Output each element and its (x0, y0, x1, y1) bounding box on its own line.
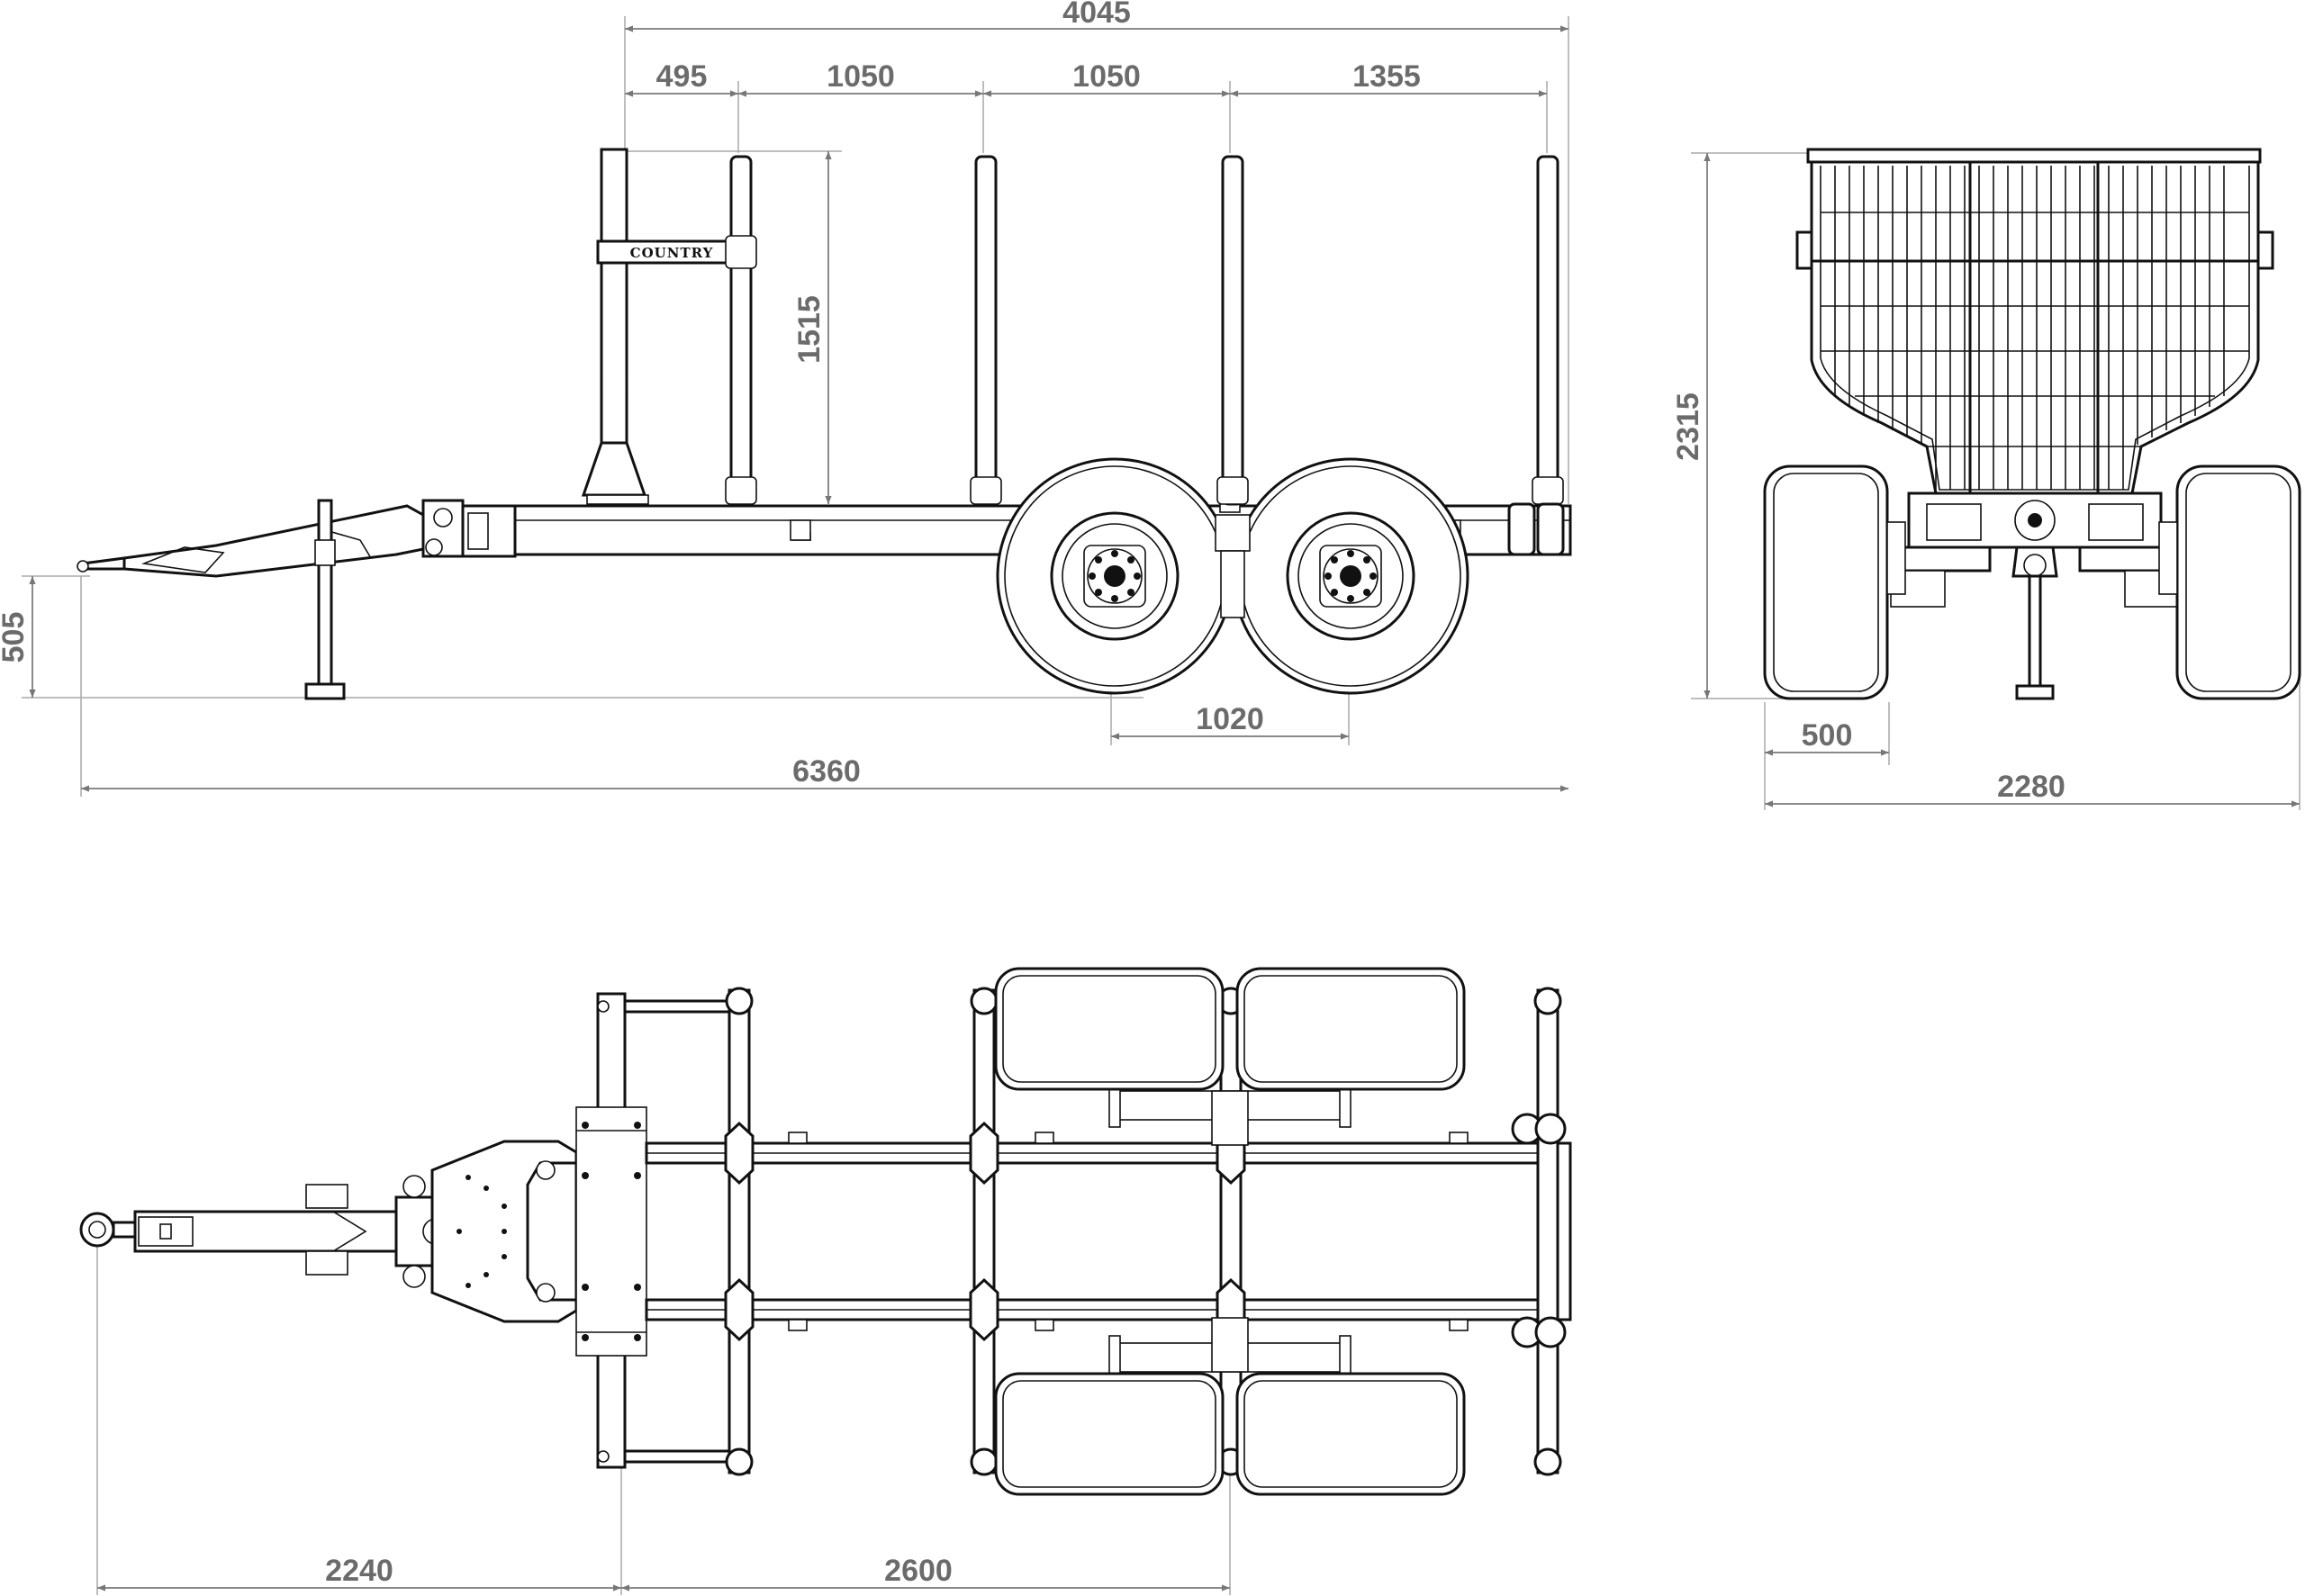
dim-stake-4: 1355 (1352, 59, 1421, 94)
top-tire-rear-right (1235, 1372, 1466, 1496)
rear-view: 2315 500 2280 (1671, 148, 2301, 810)
dim-drawbar-length: 2240 (325, 1554, 393, 1588)
dim-total-length: 6360 (792, 754, 861, 789)
top-stake-beam-2 (969, 987, 999, 1476)
side-wheel-rear (1232, 457, 1469, 695)
dim-overall-stake-span: 4045 (1062, 0, 1131, 30)
rear-dimension-lines (1704, 153, 2300, 807)
top-tire-front-right (994, 1372, 1225, 1496)
rear-tire-left (1763, 464, 1906, 700)
dim-tire-width: 500 (1802, 718, 1853, 753)
top-stake-beam-1 (724, 987, 755, 1476)
rear-headboard-grid (1795, 148, 2274, 495)
side-bogie (1215, 514, 1251, 618)
side-dimension-lines (29, 25, 1568, 792)
grid-horizontal-bars (1812, 212, 2258, 447)
top-tire-rear-left (1235, 967, 1466, 1091)
dim-frame-height: 505 (0, 612, 31, 663)
top-view: 2240 2600 (79, 967, 1572, 1595)
rear-tire-right (2158, 464, 2301, 700)
dim-stake-1: 495 (656, 59, 708, 94)
dim-bunk-to-axle: 2600 (884, 1554, 953, 1588)
top-frame-rails (645, 1132, 1572, 1331)
top-stake-beam-4 (1511, 987, 1567, 1476)
side-wheel-front (996, 457, 1234, 695)
side-support-jack (304, 499, 346, 700)
dim-axle-spacing: 1020 (1196, 702, 1264, 736)
side-headboard: COUNTRY (581, 148, 747, 505)
top-drawbar (79, 1175, 449, 1288)
top-tire-front-left (994, 967, 1225, 1091)
top-bogie (1108, 1083, 1351, 1380)
grid-vertical-bars (1834, 162, 2225, 493)
side-drawbar (77, 504, 425, 578)
rear-chassis (1889, 491, 2181, 700)
side-stakes (725, 155, 1565, 556)
side-coupling (421, 499, 517, 558)
brand-label: COUNTRY (630, 245, 714, 261)
dim-stake-2: 1050 (827, 59, 895, 94)
top-front-bunk (575, 992, 735, 1469)
dim-total-width: 2280 (1997, 770, 2065, 804)
dim-stake-3: 1050 (1072, 59, 1141, 94)
dim-stake-height: 1515 (792, 295, 827, 364)
dim-total-height: 2315 (1671, 392, 1705, 461)
side-view: 4045 495 1050 1050 1355 1515 505 1020 63… (0, 0, 1572, 797)
top-turntable-plate (430, 1140, 578, 1323)
